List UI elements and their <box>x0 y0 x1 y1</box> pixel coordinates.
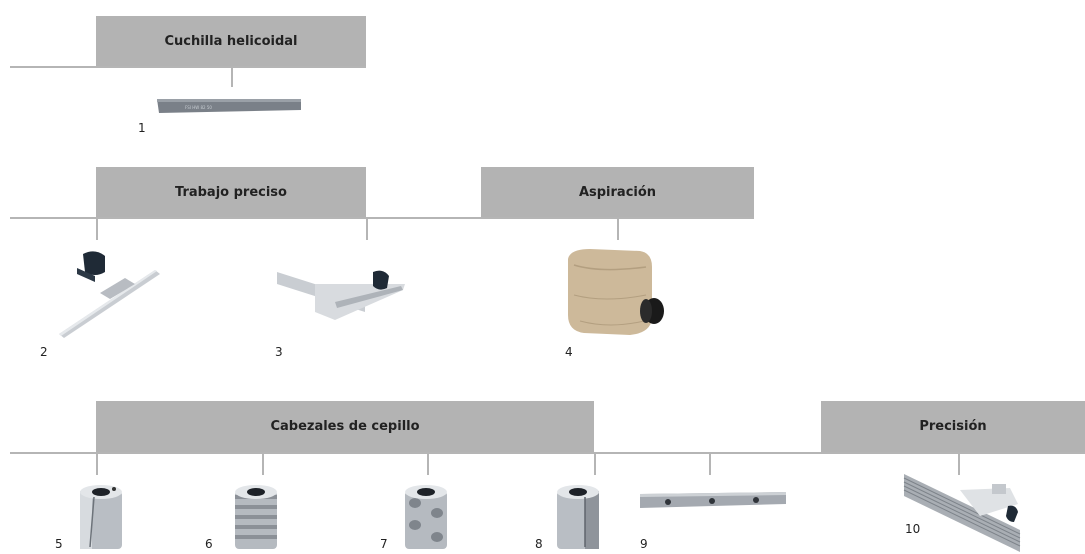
item-number-5: 5 <box>55 537 63 551</box>
connector-2 <box>96 218 98 240</box>
item-number-6: 6 <box>205 537 213 551</box>
connector-3 <box>366 218 368 240</box>
row2-line <box>10 217 754 219</box>
item-number-4: 4 <box>565 345 573 359</box>
group-label-blade: Cuchilla helicoidal <box>96 16 366 66</box>
item-image-3 <box>275 262 410 332</box>
row1-line <box>10 66 366 68</box>
svg-text:FSI HW 82 50: FSI HW 82 50 <box>185 105 212 110</box>
item-image-10 <box>900 470 1026 554</box>
group-label-precision: Precisión <box>821 401 1085 452</box>
item-number-8: 8 <box>535 537 543 551</box>
item-number-10: 10 <box>905 522 921 536</box>
item-image-2 <box>55 248 165 338</box>
group-label-extraction: Aspiración <box>481 167 754 217</box>
connector-5 <box>96 453 98 475</box>
item-image-4 <box>560 245 670 340</box>
item-number-1: 1 <box>138 121 146 135</box>
connector-6 <box>262 453 264 475</box>
item-number-3: 3 <box>275 345 283 359</box>
group-label-precise: Trabajo preciso <box>96 167 366 217</box>
item-image-9 <box>638 490 788 512</box>
connector-8 <box>594 453 596 475</box>
connector-4 <box>617 218 619 240</box>
item-image-7 <box>403 483 449 551</box>
item-image-1: FSI HW 82 50 <box>155 95 305 119</box>
item-number-2: 2 <box>40 345 48 359</box>
connector-7 <box>427 453 429 475</box>
item-number-9: 9 <box>640 537 648 551</box>
row3-line <box>10 452 1085 454</box>
group-label-heads: Cabezales de cepillo <box>96 401 594 452</box>
item-number-7: 7 <box>380 537 388 551</box>
item-image-8 <box>555 483 601 551</box>
item-image-5 <box>78 483 124 551</box>
connector-10 <box>958 453 960 475</box>
connector-9 <box>709 453 711 475</box>
item-image-6 <box>233 483 279 551</box>
connector-1 <box>231 67 233 87</box>
